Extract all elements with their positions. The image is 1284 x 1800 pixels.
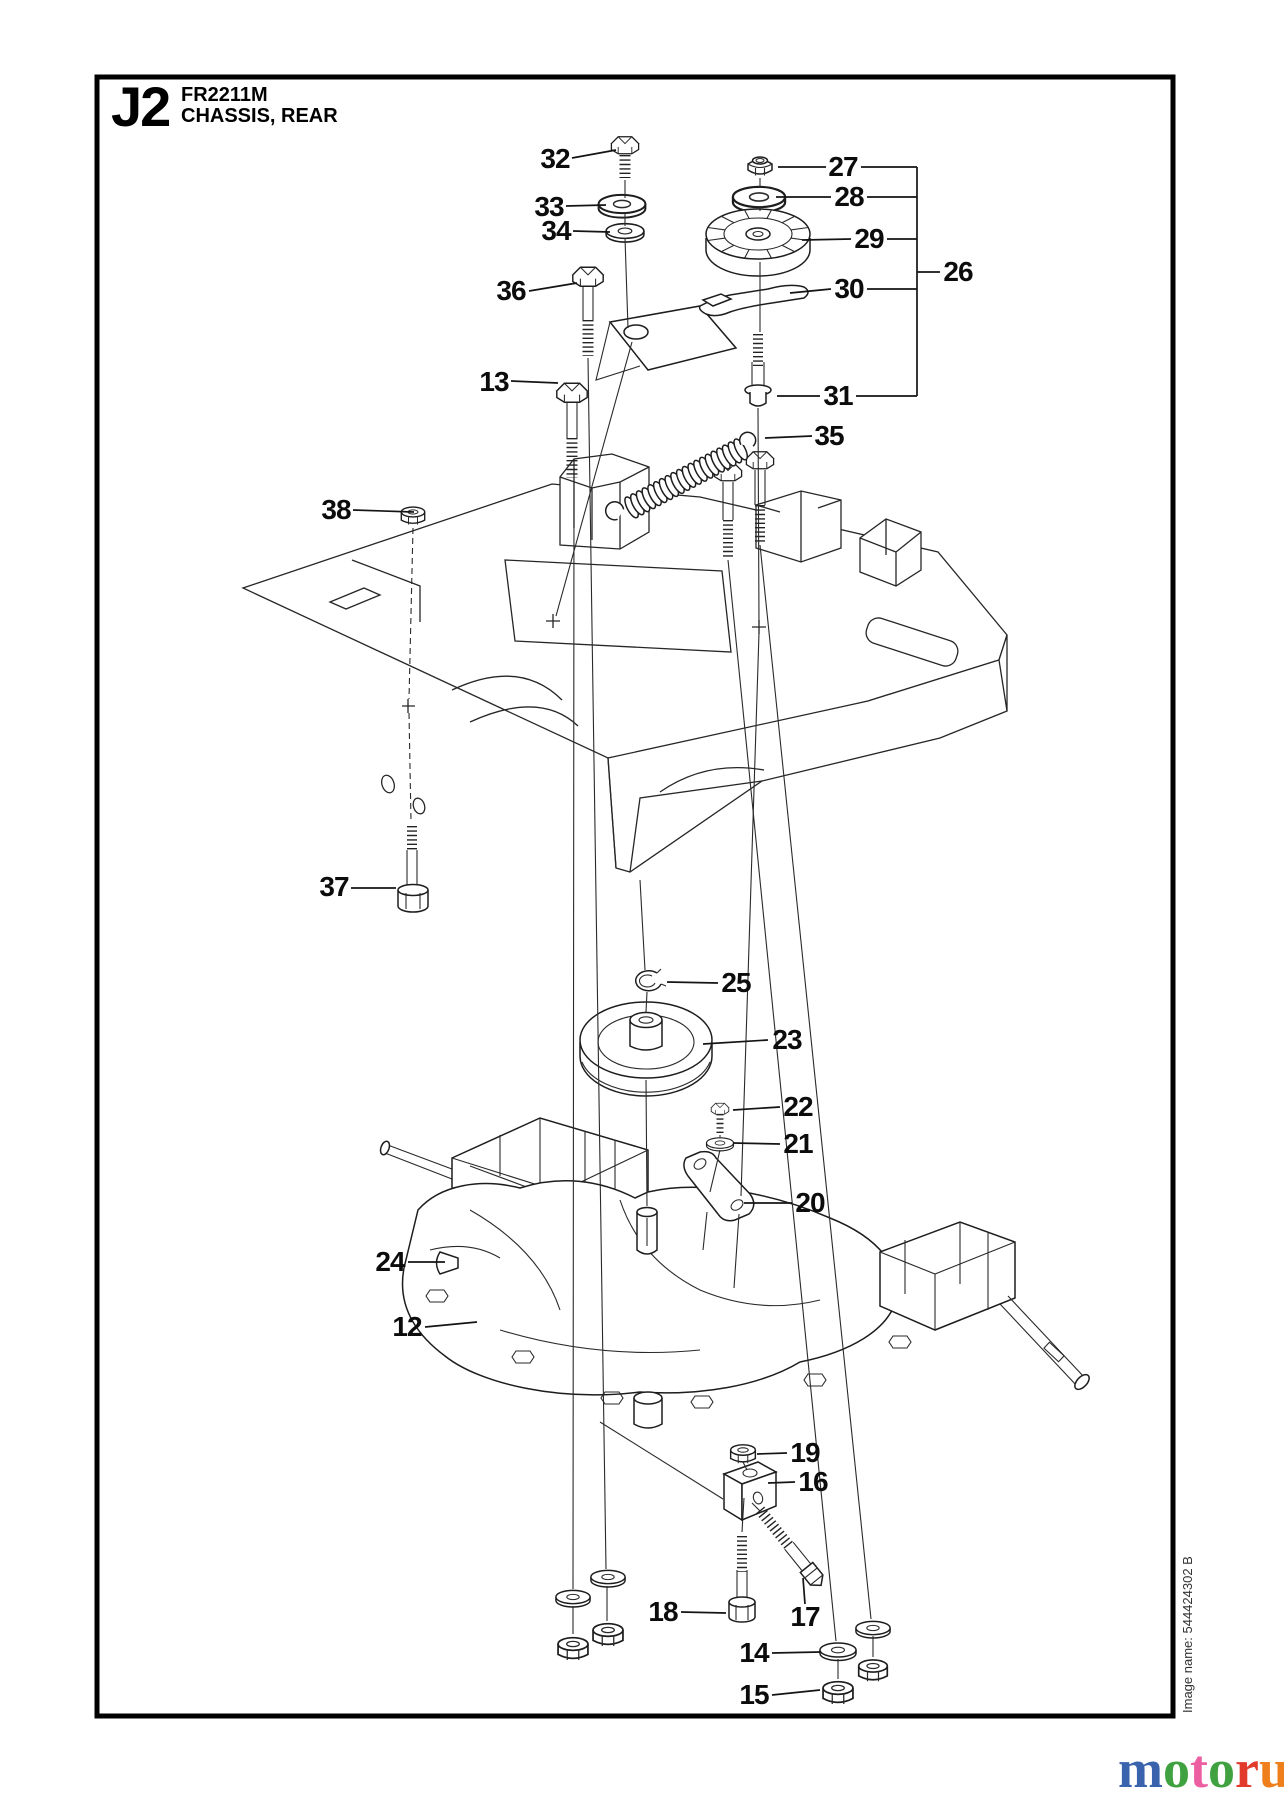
callout-33: 33	[534, 191, 564, 222]
callout-19: 19	[790, 1437, 820, 1468]
callout-27: 27	[828, 151, 858, 182]
logo-letter: o	[1162, 1739, 1190, 1799]
idler-pulley-29-icon	[705, 208, 811, 277]
washer-21-icon	[705, 1137, 735, 1152]
transaxle-pulley-23-icon	[579, 1001, 713, 1097]
callout-12: 12	[392, 1311, 422, 1342]
assembly-lines	[408, 178, 874, 1679]
callout-lines	[351, 149, 940, 1696]
bracket-16-icon	[722, 1461, 778, 1522]
callout-32: 32	[540, 143, 570, 174]
callout-26: 26	[943, 256, 973, 287]
callout-23: 23	[772, 1024, 802, 1055]
callout-38: 38	[321, 494, 351, 525]
callout-29: 29	[854, 223, 884, 254]
callout-21: 21	[783, 1128, 813, 1159]
bolt-long-right-icon	[745, 451, 775, 543]
plug-24-icon	[435, 1251, 459, 1275]
callout-18: 18	[648, 1596, 678, 1627]
washer-bottom-left-icon	[555, 1589, 591, 1608]
nut-bottom-right-icon	[857, 1659, 889, 1683]
washer-33-icon	[597, 193, 647, 219]
page-border	[94, 74, 1176, 1719]
arm-20-icon	[683, 1150, 755, 1222]
callout-15: 15	[739, 1679, 769, 1710]
chassis-plate-icon	[241, 453, 1008, 873]
callout-35: 35	[814, 420, 844, 451]
callout-14: 14	[739, 1637, 769, 1668]
bolt-36-icon	[572, 266, 604, 356]
callout-22: 22	[783, 1091, 813, 1122]
nut-38-icon	[400, 506, 426, 526]
nut-bottom-left2-icon	[592, 1622, 624, 1647]
spring-35-icon	[604, 431, 757, 521]
callout-37: 37	[319, 871, 349, 902]
logo-letter: u	[1258, 1739, 1284, 1799]
logo-letter: r	[1234, 1739, 1259, 1799]
washer-bottom-right-icon	[855, 1620, 891, 1639]
logo-letter: o	[1207, 1739, 1235, 1799]
transaxle-icon	[379, 1117, 1090, 1429]
bolt-18-icon	[728, 1536, 756, 1623]
bolt-32-icon	[610, 136, 640, 178]
callout-20: 20	[795, 1187, 825, 1218]
callout-13: 13	[479, 366, 509, 397]
page-title: CHASSIS, REAR	[181, 105, 338, 127]
motoruf-logo: motoruf.de	[1118, 1738, 1284, 1800]
washer-bottom-left2-icon	[590, 1569, 626, 1588]
callout-28: 28	[834, 181, 864, 212]
bolt-37-icon	[397, 826, 429, 913]
callout-30: 30	[834, 273, 864, 304]
callout-36: 36	[496, 275, 526, 306]
model-number: FR2211M	[181, 84, 268, 106]
washer-14-icon	[819, 1642, 857, 1662]
callout-17: 17	[790, 1601, 820, 1632]
bolt-long-left-icon	[713, 463, 743, 558]
callout-24: 24	[375, 1246, 405, 1277]
callout-31: 31	[823, 380, 853, 411]
callout-34: 34	[541, 215, 571, 246]
nut-15-icon	[822, 1680, 854, 1705]
nut-19-icon	[729, 1444, 757, 1464]
nut-27-icon	[747, 156, 773, 176]
callout-25: 25	[721, 967, 751, 998]
image-name-text: Image name: 544424302 B	[1180, 1556, 1195, 1713]
logo-letter: t	[1189, 1739, 1208, 1799]
nut-bottom-left-icon	[557, 1636, 589, 1661]
bolt-31-icon	[744, 334, 772, 407]
bolt-13-icon	[556, 382, 588, 478]
section-code: J2	[111, 75, 171, 138]
callout-16: 16	[798, 1466, 828, 1497]
bracket-30-icon	[595, 284, 809, 381]
bolt-17-icon	[755, 1506, 824, 1587]
circlip-25-icon	[634, 968, 667, 992]
screw-22-icon	[710, 1102, 730, 1133]
logo-letter: m	[1118, 1739, 1163, 1799]
